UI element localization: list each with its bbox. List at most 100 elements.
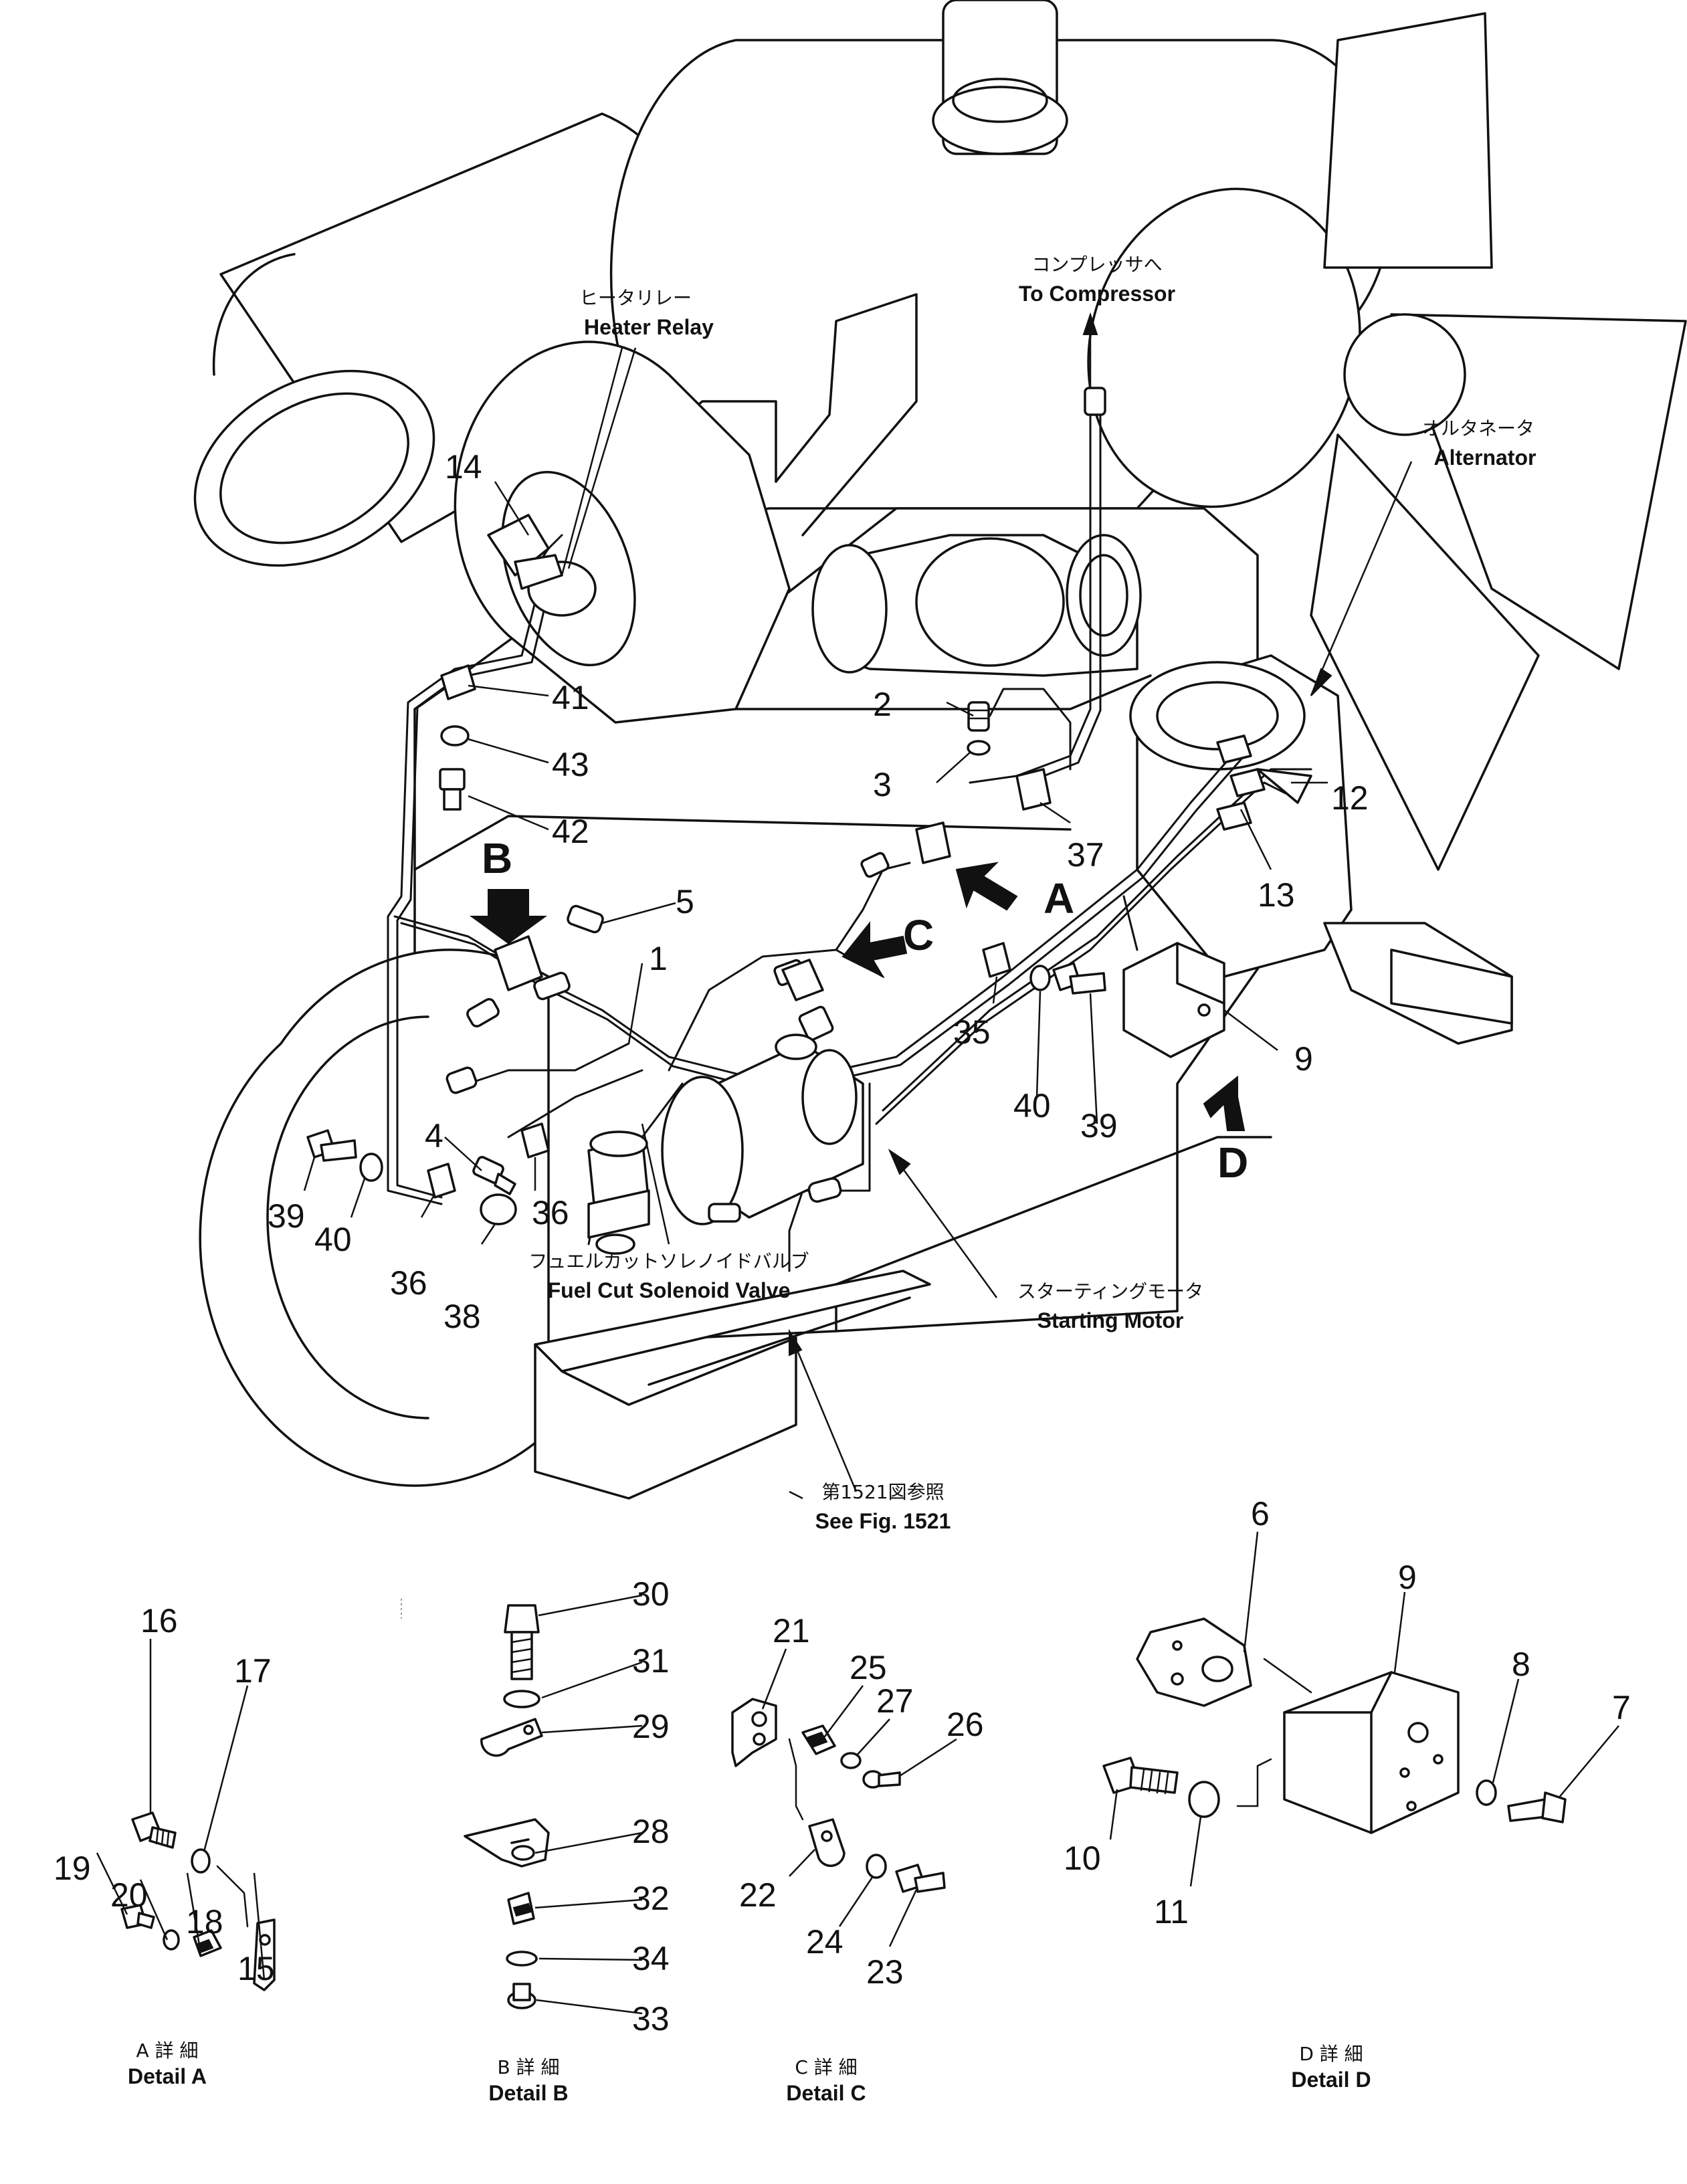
- detail-a-washer-20: [163, 1929, 180, 1951]
- air-cleaner: [193, 112, 718, 567]
- detail-d-title-en: Detail D: [1291, 2068, 1371, 2092]
- detail-d-bolt-10: [1102, 1757, 1179, 1795]
- callout-38: 38: [443, 1298, 481, 1335]
- detail-c: 21 25 27 26 22 24 23 C 詳 細 Detail C: [731, 1612, 984, 2105]
- fuel-cut-label-en: Fuel Cut Solenoid Valve: [548, 1278, 791, 1302]
- detail-d-connector-line: [1263, 1658, 1312, 1694]
- view-letter-a: A: [1044, 874, 1074, 922]
- starting-motor-body: [661, 1005, 864, 1225]
- detail-c-callout-23: 23: [866, 1953, 904, 1991]
- detail-b-clamp-29: [480, 1718, 543, 1757]
- callout-37: 37: [1067, 836, 1104, 874]
- view-letters: A B C D: [482, 834, 1248, 1187]
- starting-motor-label-en: Starting Motor: [1037, 1308, 1184, 1332]
- callout-1: 1: [649, 940, 668, 977]
- view-arrow-d: [1203, 1075, 1246, 1131]
- callout-39-a: 39: [268, 1197, 305, 1235]
- detail-d-ground-line: [1236, 1758, 1272, 1807]
- oil-pan-bracket: [534, 1270, 931, 1500]
- callout-42: 42: [552, 813, 589, 850]
- callout-35: 35: [953, 1013, 991, 1051]
- detail-b-callout-30: 30: [632, 1575, 670, 1613]
- engine-mount-bracket: [1323, 922, 1513, 1045]
- detail-b-callout-32: 32: [632, 1880, 670, 1917]
- detail-b-bolt-33: [507, 1983, 536, 2009]
- callout-5: 5: [676, 883, 694, 920]
- detail-c-washer-27: [840, 1752, 862, 1769]
- detail-c-washer-24: [866, 1854, 887, 1879]
- clamp-junction-b: [494, 935, 543, 991]
- detail-d-relay-6: [1136, 1617, 1252, 1707]
- main-components: [306, 514, 1312, 1255]
- detail-d-washer-11: [1188, 1781, 1220, 1818]
- connector-motor: [807, 1177, 842, 1203]
- washer-43: [440, 725, 470, 747]
- detail-d-relay-box-9: [1283, 1671, 1460, 1834]
- detail-b-washer-34: [506, 1951, 538, 1967]
- callout-43: 43: [552, 746, 589, 783]
- detail-a: 16 17 19 20 18 15 A 詳 細 Detail A: [54, 1602, 276, 2088]
- callout-14: 14: [445, 448, 482, 486]
- view-letter-c: C: [903, 911, 934, 959]
- detail-b-callout-34: 34: [632, 1940, 670, 1977]
- muffler: [609, 0, 1393, 512]
- detail-b-callout-29: 29: [632, 1708, 670, 1745]
- detail-a-callout-20: 20: [110, 1876, 148, 1914]
- see-fig-label-jp: 第1521図参照: [821, 1481, 944, 1503]
- connector-a: [860, 852, 890, 878]
- callout-39-b: 39: [1080, 1107, 1118, 1145]
- detail-b-washer-31: [503, 1690, 540, 1708]
- detail-c-bracket-21: [731, 1698, 804, 1821]
- detail-d-callout-7: 7: [1612, 1689, 1631, 1726]
- connector-lower: [445, 1066, 478, 1094]
- detail-d-washer-8: [1476, 1779, 1497, 1806]
- detail-c-title-en: Detail C: [786, 2081, 866, 2105]
- leader-lines: [303, 312, 1413, 1500]
- detail-a-callout-16: 16: [140, 1602, 178, 1640]
- detail-a-title-jp: A 詳 細: [136, 2040, 199, 2062]
- detail-d-title-jp: D 詳 細: [1299, 2043, 1363, 2065]
- turbocharger: [811, 534, 1142, 677]
- connector-motor-2: [708, 1203, 741, 1223]
- clamp-41: [440, 664, 476, 700]
- alternator-label-en: Alternator: [1434, 445, 1536, 470]
- callout-40-b: 40: [1013, 1087, 1051, 1124]
- clip-35: [982, 942, 1011, 978]
- detail-b-callout-31: 31: [632, 1642, 670, 1680]
- clip-37: [1015, 768, 1052, 811]
- detail-d-callout-8: 8: [1512, 1646, 1530, 1683]
- alternator-label-jp: オルタネータ: [1422, 417, 1534, 439]
- clip-36-upper: [520, 1122, 550, 1159]
- callout-41: 41: [552, 679, 589, 716]
- heater-relay-box-9: [1122, 942, 1225, 1058]
- detail-c-callout-24: 24: [806, 1923, 844, 1961]
- detail-d-callout-6: 6: [1251, 1495, 1270, 1532]
- starting-motor-label-jp: スターティングモータ: [1017, 1280, 1203, 1302]
- detail-c-title-jp: C 詳 細: [795, 2056, 857, 2078]
- washer-40-right: [1029, 965, 1051, 991]
- detail-d-bolt-7: [1507, 1791, 1567, 1823]
- clamp-junction-c: [781, 959, 824, 1001]
- main-callout-numbers: 1 2 3 4 5 9 12 13 14 35 36 36 37 38 39 3…: [268, 448, 1369, 1335]
- callout-9: 9: [1294, 1040, 1313, 1078]
- detail-a-callout-18: 18: [186, 1903, 223, 1941]
- connector-left: [466, 998, 500, 1027]
- detail-d-callout-11: 11: [1154, 1893, 1189, 1930]
- see-fig-label-en: See Fig. 1521: [815, 1509, 951, 1533]
- detail-a-bolt-19: [120, 1904, 155, 1929]
- compressor-label-jp: コンプレッサへ: [1031, 254, 1162, 276]
- detail-b-bolt-30: [504, 1604, 540, 1680]
- clip-36-lower: [427, 1163, 456, 1199]
- sensor-4: [472, 1156, 516, 1195]
- fuel-cut-label-jp: フュエルカットソレノイドバルブ: [528, 1250, 809, 1272]
- view-letter-d: D: [1217, 1138, 1248, 1187]
- detail-b-clip-32: [507, 1892, 535, 1925]
- callout-2: 2: [873, 686, 892, 723]
- detail-a-title-en: Detail A: [128, 2064, 207, 2088]
- detail-c-callout-22: 22: [739, 1876, 777, 1914]
- view-arrow-b: [469, 889, 548, 945]
- detail-a-callout-19: 19: [54, 1850, 91, 1887]
- fuel-cut-solenoid: [587, 1130, 650, 1255]
